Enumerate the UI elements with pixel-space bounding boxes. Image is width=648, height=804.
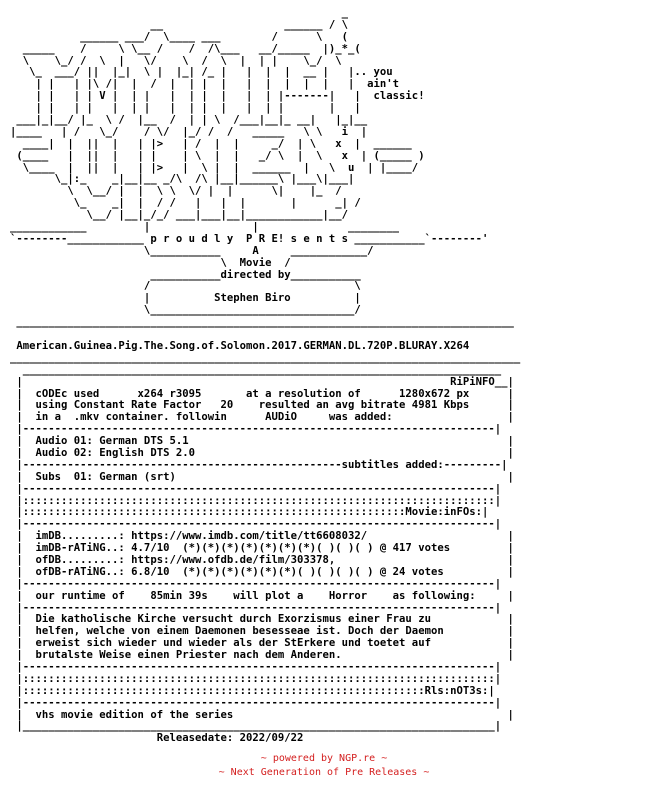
nfo-line: |---------------------------------------… [10, 482, 502, 495]
nfo-line: \ Movie / [10, 256, 291, 269]
footer-tagline: ~ Next Generation of Pre Releases ~ [218, 767, 430, 778]
nfo-line: ______ ___/ \____ ___ / \ ( [10, 30, 349, 43]
nfo-line: \___________ A ____________/ [10, 244, 374, 257]
nfo-line: | brutalste Weise einen Priester nach de… [10, 649, 514, 662]
nfo-line: | Audio 02: English DTS 2.0 | [10, 446, 514, 459]
nfo-line: |---------------------------------------… [10, 696, 502, 709]
nfo-line: | erweist sich wieder und wieder als der… [10, 637, 514, 650]
nfo-line: | vhs movie edition of the series | [10, 708, 514, 721]
nfo-line: |---------------------------------------… [10, 518, 502, 531]
nfo-line: \________________________________/ [10, 304, 361, 317]
nfo-line: | imDB-rATiNG..: 4.7/10 (*)(*)(*)(*)(*)(… [10, 542, 514, 555]
nfo-line: |_______________________________________… [10, 720, 502, 733]
nfo-line: Releasedate: 2022/09/22 [10, 732, 304, 745]
nfo-line: _____ / \ \__ / / /\___ __/_____ |)_*_( [10, 42, 361, 55]
nfo-line: \_ ___/ || |_| \ | |_| /_ | | | | __ | |… [10, 66, 393, 79]
nfo-line: |____ | / \_/ / \/ |_/ / / _____ \ \ i | [10, 125, 368, 138]
nfo-line: / \ [10, 280, 361, 293]
nfo-text-block: _ __ ______ / \ ______ ___/ \____ ___ / … [10, 7, 521, 745]
nfo-line: |:::::::::::::::::::::::::::::::::::::::… [10, 684, 495, 697]
nfo-line: ____________ | | ________ [10, 221, 400, 234]
nfo-line: | in a .mkv container. followin AUDiO wa… [10, 411, 514, 424]
nfo-line: |:::::::::::::::::::::::::::::::::::::::… [10, 494, 502, 507]
nfo-line: \ \__/ | | \ \ \/ | | \| |_ / [10, 185, 342, 198]
nfo-line: | | | | V | | | | | | | | | |-------| | … [10, 90, 425, 103]
nfo-line: `--------____________ p r o u d l y P R … [10, 232, 489, 245]
nfo-line: ____| | || | | |> | / | | _/ | \ x | ___… [10, 137, 412, 150]
nfo-line: |---------------------------------------… [10, 423, 502, 436]
nfo-line: ________________________________________… [10, 316, 514, 329]
nfo-line: \_|:_ _|__|__ _/\ /\ |__|______\ |___\|_… [10, 173, 355, 186]
nfo-line: |:::::::::::::::::::::::::::::::::::::::… [10, 672, 502, 685]
nfo-line: | | | |\ /| | / | | | | | | | | | | ain'… [10, 78, 400, 91]
nfo-line: American.Guinea.Pig.The.Song.of.Solomon.… [10, 339, 470, 352]
nfo-line: ___________directed by___________ [10, 268, 361, 281]
nfo-line: ________________________________________… [10, 351, 521, 364]
nfo-line: | Die katholische Kirche versucht durch … [10, 613, 514, 626]
nfo-line: _ [10, 7, 349, 19]
nfo-line: |---------------------------------------… [10, 660, 502, 673]
nfo-line: \__/ |__|_/_/ ___|___|__|____________|__… [10, 209, 349, 222]
nfo-line: |---------------------------------------… [10, 577, 502, 590]
nfo-line: | Audio 01: German DTS 5.1 | [10, 435, 514, 448]
nfo-line: \_ _| | / / | | | | _| / [10, 197, 361, 210]
nfo-line: |:::::::::::::::::::::::::::::::::::::::… [10, 506, 489, 519]
nfo-line: | our runtime of 85min 39s will plot a H… [10, 589, 514, 602]
nfo-line: | ofDB.........: https://www.ofdb.de/fil… [10, 553, 514, 566]
nfo-line: |---------------------------------------… [10, 458, 508, 471]
nfo-line: | Stephen Biro | [10, 292, 361, 305]
nfo-line: | | | | | | | | | | | | | | | | [10, 102, 361, 115]
nfo-line: \____ | || | | |> | \ | | ______ | \ u |… [10, 161, 419, 174]
nfo-line: | using Constant Rate Factor 20 resulted… [10, 399, 514, 412]
nfo-line: | imDB.........: https://www.imdb.com/ti… [10, 530, 514, 543]
footer-powered-by: ~ powered by NGP.re ~ [260, 753, 388, 764]
nfo-line: (____ | || | | | | \ | | _/ \ | \ x | (_… [10, 149, 425, 162]
nfo-line: | helfen, welche von einem Daemonen bese… [10, 625, 514, 638]
nfo-line: \ \_/ / \ | \/ \ / \ | | | \_/ \ [10, 54, 342, 67]
nfo-line: |---------------------------------------… [10, 601, 502, 614]
nfo-line: ________________________________________… [10, 363, 502, 376]
nfo-line: ___|_|__/ |_ \ / |__ / | | \ /___|__|_ _… [10, 114, 368, 127]
nfo-line: | ofDB-rATiNG..: 6.8/10 (*)(*)(*)(*)(*)(… [10, 565, 514, 578]
nfo-line: | Subs 01: German (srt) | [10, 470, 514, 483]
nfo-line: __ ______ / \ [10, 18, 349, 31]
nfo-line: | RiPiNFO__| [10, 375, 514, 388]
nfo-line: | cODEc used x264 r3095 at a resolution … [10, 387, 514, 400]
